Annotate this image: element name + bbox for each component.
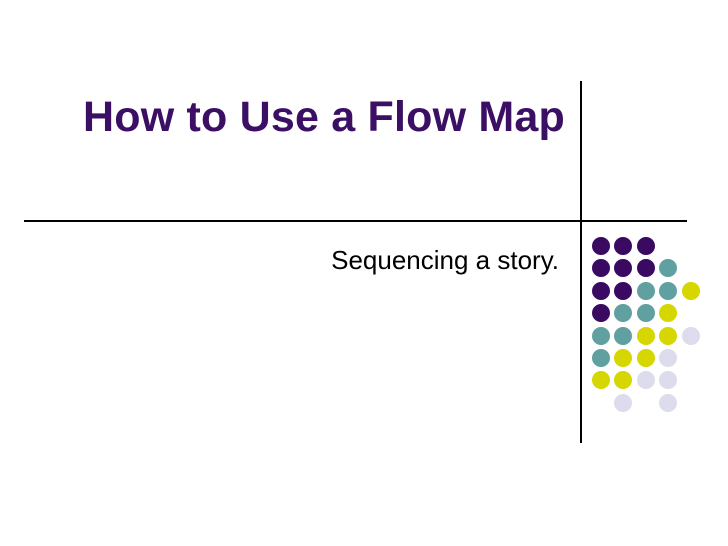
dot-purple [592, 259, 610, 278]
vertical-divider [580, 81, 582, 443]
dot-teal [592, 348, 610, 367]
dot-grid-row [592, 258, 704, 280]
dot-grid-row [592, 303, 704, 325]
dot-lavender [681, 326, 700, 345]
dot-purple [592, 304, 610, 323]
dot-yellow [592, 371, 610, 390]
dot-purple [614, 259, 633, 278]
dot-grid-row [592, 393, 704, 415]
dot-purple [614, 237, 633, 255]
dot-teal [592, 326, 610, 345]
dot-lavender [659, 393, 678, 412]
decorative-dot-grid [592, 236, 704, 416]
dot-purple [592, 281, 610, 300]
dot-purple [592, 237, 610, 255]
dot-grid-row [592, 348, 704, 370]
dot-yellow [681, 281, 700, 300]
dot-yellow [659, 304, 678, 323]
dot-teal [614, 326, 633, 345]
dot-yellow [636, 348, 655, 367]
dot-teal [614, 304, 633, 323]
dot-yellow [659, 326, 678, 345]
dot-grid-row [592, 281, 704, 303]
dot-lavender [636, 371, 655, 390]
dot-purple [614, 281, 633, 300]
dot-grid-row [592, 236, 704, 258]
dot-lavender [659, 371, 678, 390]
dot-grid-row [592, 370, 704, 392]
dot-teal [636, 281, 655, 300]
dot-yellow [614, 371, 633, 390]
dot-teal [636, 304, 655, 323]
slide-subtitle: Sequencing a story. [331, 245, 559, 275]
dot-lavender [614, 393, 633, 412]
dot-purple [636, 237, 655, 255]
slide-title: How to Use a Flow Map [82, 93, 565, 141]
dot-lavender [659, 348, 678, 367]
dot-purple [636, 259, 655, 278]
dot-grid-row [592, 326, 704, 348]
dot-yellow [636, 326, 655, 345]
dot-teal [659, 281, 678, 300]
dot-teal [659, 259, 678, 278]
dot-yellow [614, 348, 633, 367]
horizontal-divider [24, 220, 687, 222]
